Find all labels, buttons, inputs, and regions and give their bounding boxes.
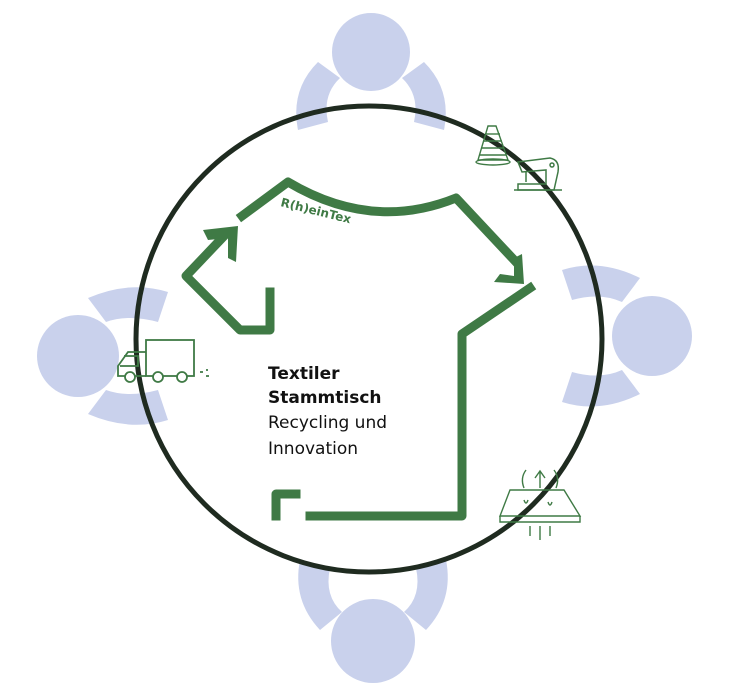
recycling-arrowheads <box>203 226 524 284</box>
thread-spool-icon <box>475 125 511 166</box>
subtitle-line-1: Recycling und <box>268 413 388 433</box>
tshirt-recycling-outline <box>181 177 537 521</box>
breathable-fabric-icon <box>498 469 582 540</box>
delivery-truck-icon <box>117 339 209 383</box>
sewing-machine-icon <box>514 157 562 191</box>
event-title-block: Textiler Stammtisch Recycling und Innova… <box>268 362 468 462</box>
subtitle-line-2: Innovation <box>268 439 359 459</box>
person-bottom <box>298 560 448 683</box>
person-right <box>562 265 692 407</box>
table-circle <box>133 103 605 575</box>
person-left <box>37 287 168 425</box>
title-line-2: Stammtisch <box>268 388 382 408</box>
title-line-1: Textiler <box>268 364 340 384</box>
